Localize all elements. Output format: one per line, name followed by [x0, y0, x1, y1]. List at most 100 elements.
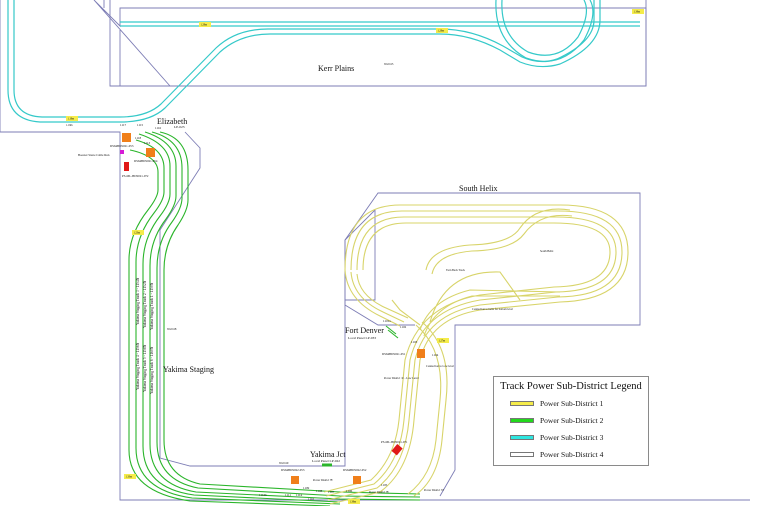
block-1102: 1102 — [400, 325, 407, 329]
block-1109: 1109 — [303, 486, 310, 490]
legend: Track Power Sub-District Legend Power Su… — [493, 376, 649, 466]
block-1106: 1106 — [346, 489, 353, 493]
track-labels: South Helix Turn Back Track Connection t… — [313, 250, 554, 494]
gap-tag-bottom-mid-bg — [348, 499, 360, 504]
legend-label-1: Power Sub-District 1 — [540, 398, 604, 408]
gap-tag-top-left-2: 1.18m — [66, 124, 73, 127]
wall-label-top: Wall #5 — [384, 62, 394, 66]
device-fort-denver[interactable] — [417, 349, 425, 358]
legend-item-3: Power Sub-District 3 — [510, 431, 603, 443]
staging-track-label-1: Yakima Staging Track 3 - 1154N — [136, 277, 140, 325]
region-yakima-staging: Yakima Staging — [163, 365, 214, 374]
label-elizabeth-upper: DS64BDS021-053 — [110, 144, 134, 148]
block-1108: 1108 — [316, 489, 323, 493]
legend-item-2: Power Sub-District 2 — [510, 414, 603, 426]
yellow-helix-outer-2 — [327, 210, 623, 501]
legend-item-1: Power Sub-District 1 — [510, 397, 603, 409]
gap-tag-labels: 1.18m 1.18m 1.28m 1.28m 1.38m 1.23m 1.27… — [66, 11, 640, 504]
label-yakima-psx: PS-ML-BDS021-071 — [381, 440, 408, 444]
region-kerr-plains: Kerr Plains — [318, 64, 354, 73]
label-power-district-d: Power District 'D' — [424, 489, 444, 492]
gap-tag-bottom-mid: 1.38m — [350, 501, 357, 504]
legend-swatch-3 — [510, 434, 534, 440]
cyan-track-upper-loop-2 — [13, 0, 595, 118]
gap-tag-staging: 1.23m — [134, 232, 141, 235]
region-elizabeth: Elizabeth — [157, 117, 187, 126]
device-elizabeth-psx[interactable] — [124, 162, 129, 171]
gap-tag-top-right: 1.38m — [634, 11, 641, 14]
block-1110: 1110 — [308, 497, 315, 501]
region-yakima-jct-panel: Local Panel LP-022 — [312, 459, 340, 463]
label-power-district-a: Power District 'A' - Low Level — [384, 377, 419, 380]
devices — [120, 133, 425, 484]
block-1101a: 1101a — [383, 319, 391, 323]
green-staging-4 — [138, 133, 341, 503]
label-fort-denver-device: DS64BDS021-051 — [382, 352, 406, 356]
cyan-track-helix-ring-2 — [501, 0, 588, 56]
gap-tag-bottom-left: 1.33m — [126, 476, 133, 479]
green-staging-3 — [144, 131, 421, 501]
legend-label-2: Power Sub-District 2 — [540, 415, 604, 425]
legend-swatch-1 — [510, 400, 534, 406]
green-staging-1 — [159, 131, 421, 495]
device-booster-snare[interactable] — [120, 150, 124, 154]
gap-tag-top-left-bg — [66, 116, 78, 121]
device-yakima-right[interactable] — [353, 476, 361, 484]
gap-tag-fort-bg — [437, 338, 449, 343]
device-labels: DS64BDS021-053 DS64BDS021-054 Booster Sn… — [78, 144, 408, 472]
legend-item-4: Power Sub-District 4 — [510, 448, 603, 460]
region-elizabeth-panel: LP-023 — [174, 125, 185, 129]
wall-top-box — [103, 0, 647, 87]
label-power-district-b2: Power District 'B' — [369, 491, 389, 494]
yellow-turnback-lower — [419, 271, 561, 337]
legend-swatch-4 — [510, 451, 534, 457]
block-1118: 1118 — [135, 136, 142, 140]
region-yakima-jct: Yakima Jct — [310, 450, 346, 459]
gap-tag-top-left: 1.18m — [68, 118, 75, 121]
wall-labels: Wall #5 Wall #8 Wall #9 — [167, 62, 394, 465]
wall-helix-inner — [344, 240, 415, 326]
staging-track-labels: Yakima Staging Track 3 - 1154N Yakima St… — [136, 277, 154, 394]
block-1114: 1114 — [296, 493, 303, 497]
yellow-tracks — [323, 204, 629, 505]
block-1103: 1103 — [411, 340, 418, 344]
block-1113: 1113 — [144, 141, 151, 145]
block-1115: 1115 — [137, 123, 144, 127]
label-connection-helix: Connection to helix for bottom level — [472, 308, 513, 311]
label-power-district-b: Power District 'B' — [313, 479, 333, 482]
yellow-helix-return — [344, 269, 409, 327]
yellow-helix-outer-4 — [323, 222, 611, 493]
block-1111: 1111 — [285, 493, 291, 497]
wall-label-left: Wall #8 — [167, 327, 177, 331]
device-elizabeth-lower[interactable] — [146, 148, 155, 157]
block-1116: 1116 — [155, 126, 162, 130]
region-titles: Kerr Plains Elizabeth LP-023 South Helix… — [157, 64, 497, 463]
cyan-track-upper-loop — [7, 0, 601, 123]
block-1117: 1117 — [120, 123, 127, 127]
device-elizabeth-upper[interactable] — [122, 133, 131, 142]
gap-tag-top-mid: 1.28m — [201, 24, 208, 27]
gap-tag-top-mid2: 1.28m — [438, 30, 445, 33]
wall-helix-outline — [344, 192, 641, 497]
green-fort-connector — [385, 325, 399, 339]
label-south-helix-inner: South Helix — [540, 250, 554, 253]
block-ids: 1117 1115 1116 1118 1113 1101a 1102 1103… — [120, 123, 439, 501]
device-yakima-psx[interactable] — [391, 444, 403, 456]
block-1107: 1107 — [328, 490, 335, 494]
wall-elizabeth-right — [159, 131, 376, 467]
gap-tags — [66, 9, 644, 504]
label-yakima-left: DS64BDS022-053 — [281, 468, 305, 472]
gap-tag-staging-bg — [132, 230, 144, 235]
green-staging-5 — [135, 139, 341, 505]
cyan-track-top-band — [120, 21, 640, 27]
staging-track-label-4: Yakima Staging Track 4 - 1156N — [136, 342, 140, 390]
benchwork-walls — [0, 0, 750, 501]
block-1105: 1105 — [381, 483, 388, 487]
block-1104: 1104 — [432, 353, 439, 357]
gap-tag-top-mid2-bg — [436, 28, 448, 33]
device-yakima-left[interactable] — [291, 476, 299, 484]
yellow-turnback-curve — [425, 208, 573, 275]
label-turn-back: Turn Back Track — [446, 269, 465, 272]
yellow-helix-outer-3 — [325, 216, 617, 497]
label-booster-snare: Booster Snare Cable Run — [78, 153, 110, 157]
